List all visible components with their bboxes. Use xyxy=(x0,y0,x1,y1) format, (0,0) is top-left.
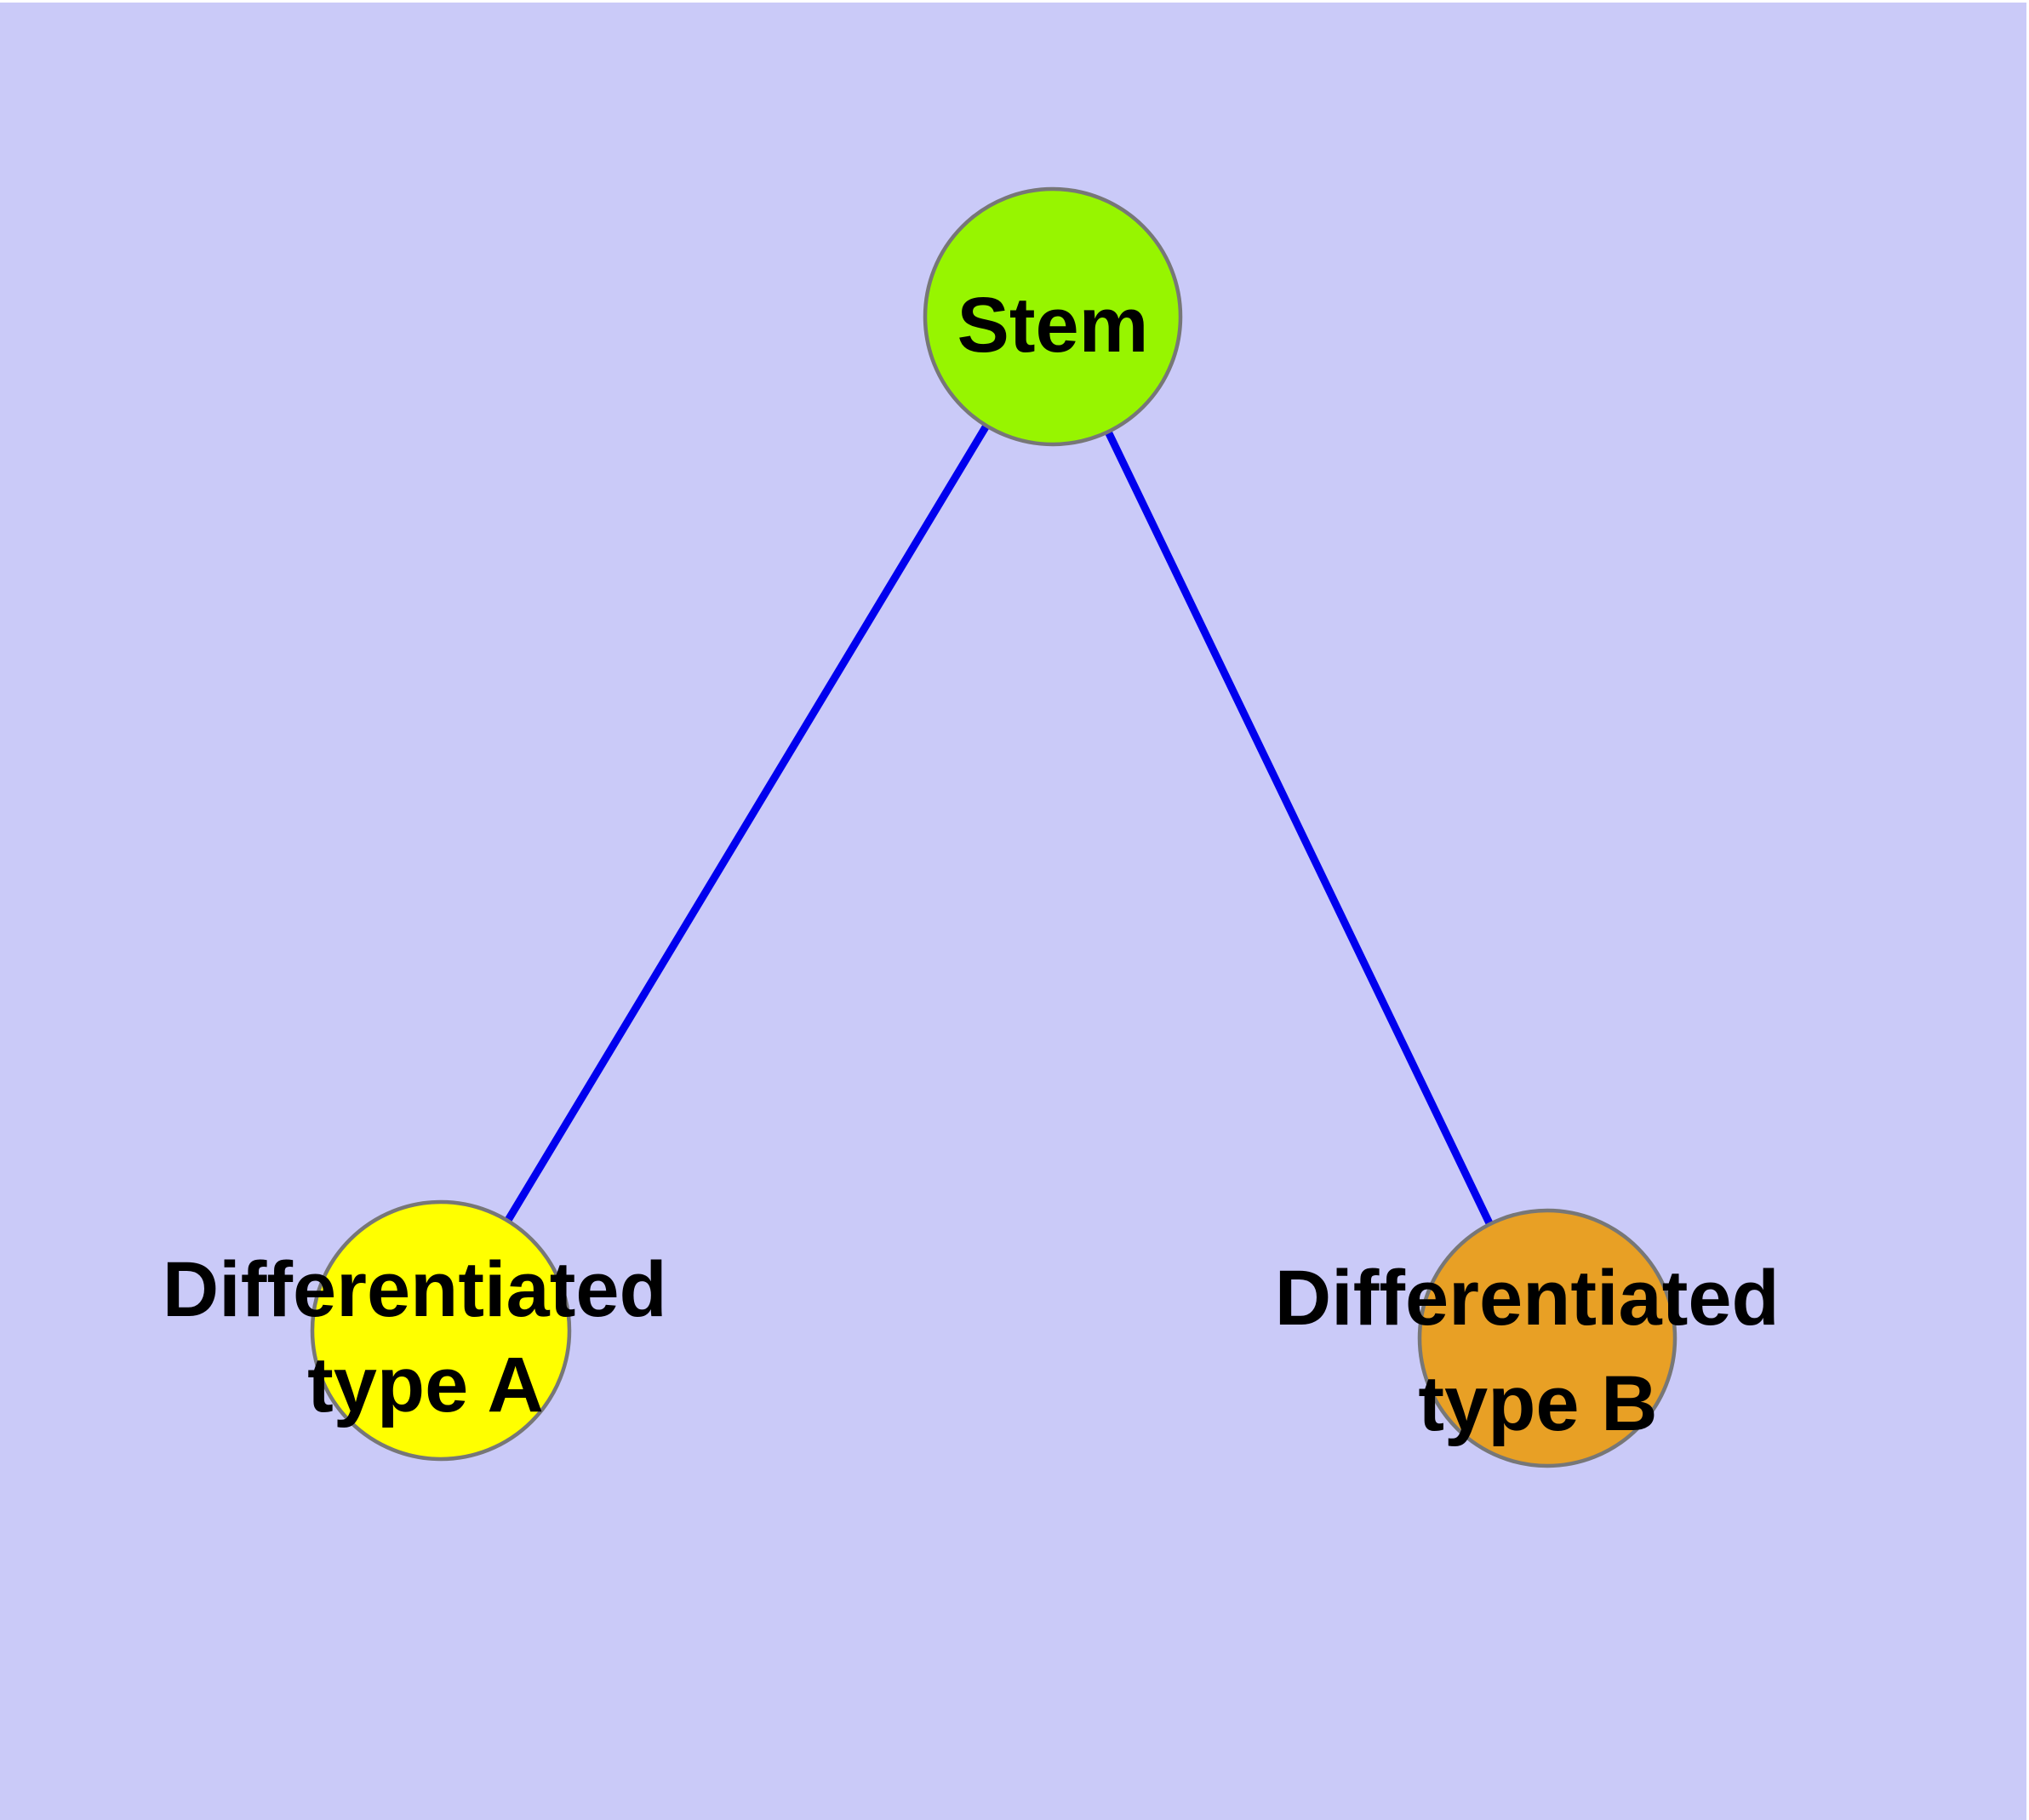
node-differentiated-type-b[interactable] xyxy=(1417,1208,1677,1468)
node-type-a-label-line-1: Differentiated xyxy=(163,1246,667,1333)
node-type-a-label: Differentiated type A xyxy=(163,1246,689,1428)
node-stem-label: Stem xyxy=(957,282,1149,369)
node-type-b-label: Differentiated type B xyxy=(1275,1255,1802,1447)
edge-stem-to-type-b xyxy=(1104,427,1494,1228)
node-type-b-label-line-1: Differentiated xyxy=(1275,1255,1780,1342)
node-differentiated-type-a[interactable] xyxy=(310,1199,572,1462)
node-type-a-label-line-2: type A xyxy=(307,1342,544,1428)
node-type-b-label-line-2: type B xyxy=(1418,1360,1657,1447)
edge-stem-to-type-a xyxy=(503,421,991,1226)
node-stem[interactable] xyxy=(923,186,1183,447)
node-stem-label-line-1: Stem xyxy=(957,282,1149,369)
